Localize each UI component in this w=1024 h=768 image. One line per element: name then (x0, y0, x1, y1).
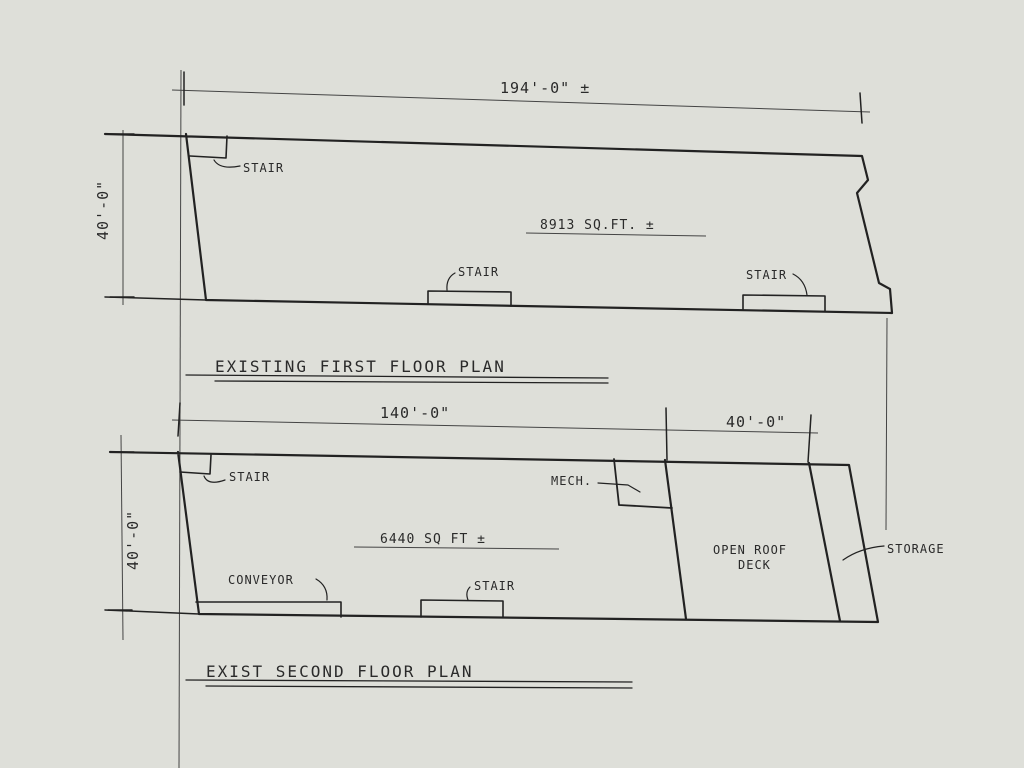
second-floor-depth-dimension-line (120, 434, 124, 641)
first-floor-stair-1-leader (213, 159, 241, 168)
reference-line-right (885, 317, 888, 531)
second-floor-width-tick-mid (665, 407, 668, 461)
first-floor-outline (103, 132, 894, 315)
second-floor-title-underline-2 (205, 685, 633, 689)
second-floor-stair-1-label: STAIR (229, 470, 270, 484)
second-floor-stair-2-symbol (420, 599, 504, 618)
first-floor-stair-2-leader (446, 272, 456, 291)
first-floor-stair-3-leader (792, 273, 808, 296)
second-floor-plan: 140'-0" 40'-0" 40'-0" MECH. STAIR CONVEY… (104, 402, 945, 689)
first-floor-bottom-extension (104, 296, 207, 301)
first-floor-depth-label: 40'-0" (94, 180, 112, 240)
second-floor-deck-width-label: 40'-0" (726, 413, 786, 431)
second-floor-wall-storage (807, 461, 842, 623)
first-floor-stair-1-symbol (189, 135, 228, 159)
first-floor-title-underline-2 (214, 380, 609, 384)
first-floor-stair-1-label: STAIR (243, 161, 284, 175)
second-floor-deck-label-line-1: OPEN ROOF (713, 543, 787, 557)
first-floor-width-label: 194'-0" ± (500, 79, 590, 97)
first-floor-stair-3-label: STAIR (746, 268, 787, 282)
first-floor-title-underline-1 (185, 374, 609, 379)
second-floor-area-label: 6440 SQ FT ± (380, 532, 486, 547)
second-floor-width-tick-right (807, 414, 812, 463)
second-floor-outline (108, 450, 880, 624)
first-floor-stair-2-symbol (427, 290, 512, 307)
second-floor-wall-deck (663, 458, 688, 621)
second-floor-area-underline (353, 546, 560, 550)
first-floor-plan: 194'-0" ± 40'-0" STAIR STAIR STAIR 8913 … (94, 71, 894, 384)
second-floor-stair-1-symbol (179, 454, 212, 475)
second-floor-depth-label: 40'-0" (124, 510, 142, 570)
second-floor-storage-leader (842, 545, 885, 561)
second-floor-title: EXIST SECOND FLOOR PLAN (206, 662, 474, 681)
first-floor-area-label: 8913 SQ.FT. ± (540, 218, 655, 233)
second-floor-conveyor-label: CONVEYOR (228, 573, 294, 587)
first-floor-stair-3-symbol (742, 294, 826, 312)
second-floor-deck-label-line-2: DECK (738, 558, 771, 572)
second-floor-bottom-extension (104, 609, 200, 615)
second-floor-mech-room (613, 458, 673, 509)
second-floor-width-tick-left (177, 402, 181, 437)
second-floor-conveyor-symbol (195, 601, 342, 618)
second-floor-mech-leader (597, 482, 641, 493)
second-floor-storage-label: STORAGE (887, 542, 945, 556)
first-floor-width-dimension-line (171, 89, 871, 113)
second-floor-conveyor-leader (315, 578, 328, 601)
second-floor-stair-2-leader (466, 586, 471, 601)
second-floor-title-underline-1 (185, 679, 633, 683)
second-floor-stair-2-label: STAIR (474, 579, 515, 593)
first-floor-width-tick-right (859, 92, 863, 124)
second-floor-width-dimension-line (171, 419, 819, 434)
first-floor-area-underline (525, 232, 707, 237)
second-floor-stair-1-leader (203, 475, 226, 483)
first-floor-title: EXISTING FIRST FLOOR PLAN (215, 357, 506, 376)
second-floor-main-width-label: 140'-0" (380, 404, 450, 422)
second-floor-mech-label: MECH. (551, 474, 592, 488)
reference-line-left (178, 69, 182, 768)
first-floor-stair-2-label: STAIR (458, 265, 499, 279)
